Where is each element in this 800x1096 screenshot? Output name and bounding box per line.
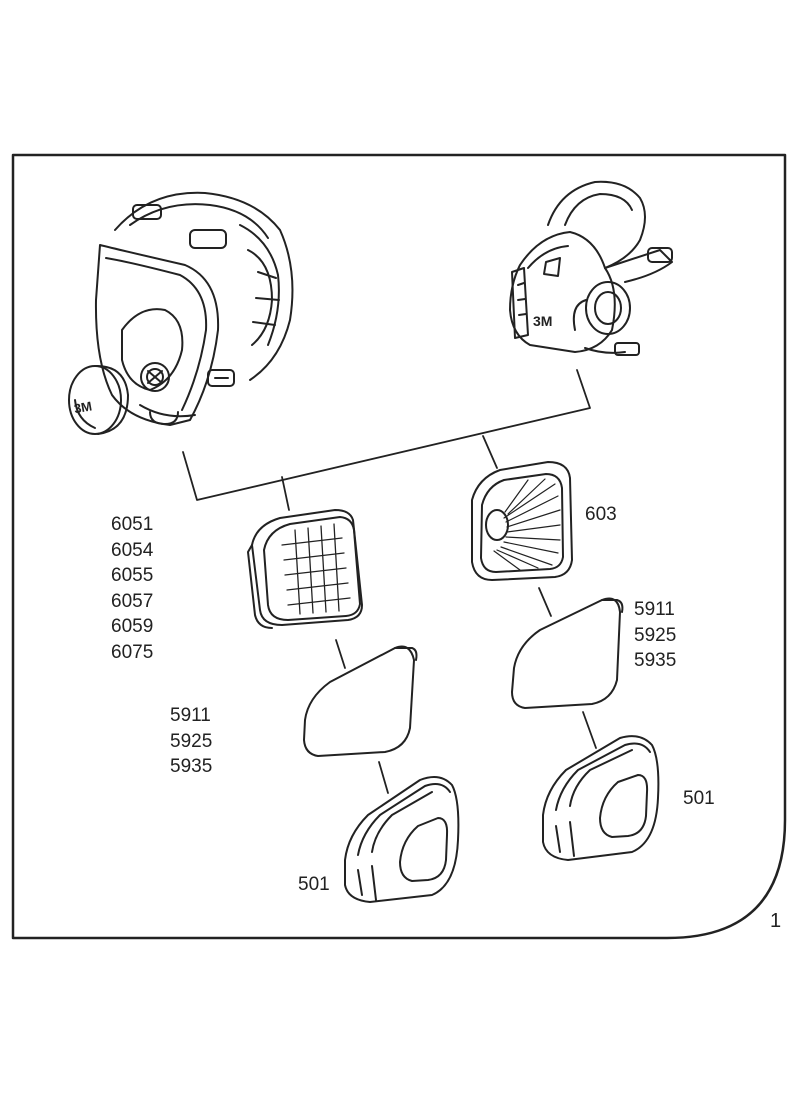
code-6051: 6051 [111, 514, 154, 535]
full-face-mask [68, 191, 294, 435]
disc-cartridge-code: 603 [585, 504, 617, 525]
filter-pad-right [511, 597, 624, 709]
retainer-code-right: 501 [683, 788, 715, 809]
code-5925-right: 5925 [634, 624, 677, 646]
code-5925-left: 5925 [170, 730, 213, 752]
code-5935-left: 5935 [170, 756, 213, 777]
disc-cartridge [471, 461, 573, 581]
filter-pad-left [303, 645, 418, 757]
gas-cartridge [247, 509, 363, 629]
page-number: 1 [770, 910, 782, 932]
logo-half-mask: 3M [533, 313, 552, 329]
filter-retainer-left [344, 775, 460, 903]
filter-codes-left: 5911 5925 5935 [170, 703, 212, 780]
filter-codes-right: 5911 5925 5935 [634, 597, 676, 674]
gas-cartridge-codes: 6051 6054 6055 6057 6059 6075 [111, 512, 153, 665]
code-6054: 6054 [111, 539, 154, 561]
code-5911-left: 5911 [170, 705, 211, 726]
retainer-code-left: 501 [298, 874, 330, 895]
code-6059: 6059 [111, 616, 154, 637]
code-5935-right: 5935 [634, 650, 677, 671]
filter-retainer-right [542, 735, 660, 861]
code-6055: 6055 [111, 565, 154, 586]
diagram-frame [11, 153, 787, 940]
code-6057: 6057 [111, 590, 154, 612]
code-5911-right: 5911 [634, 599, 675, 620]
logo-full-mask: 3M [73, 398, 93, 416]
half-face-mask [509, 180, 673, 356]
code-6075: 6075 [111, 641, 154, 663]
connector-lines [182, 369, 597, 794]
